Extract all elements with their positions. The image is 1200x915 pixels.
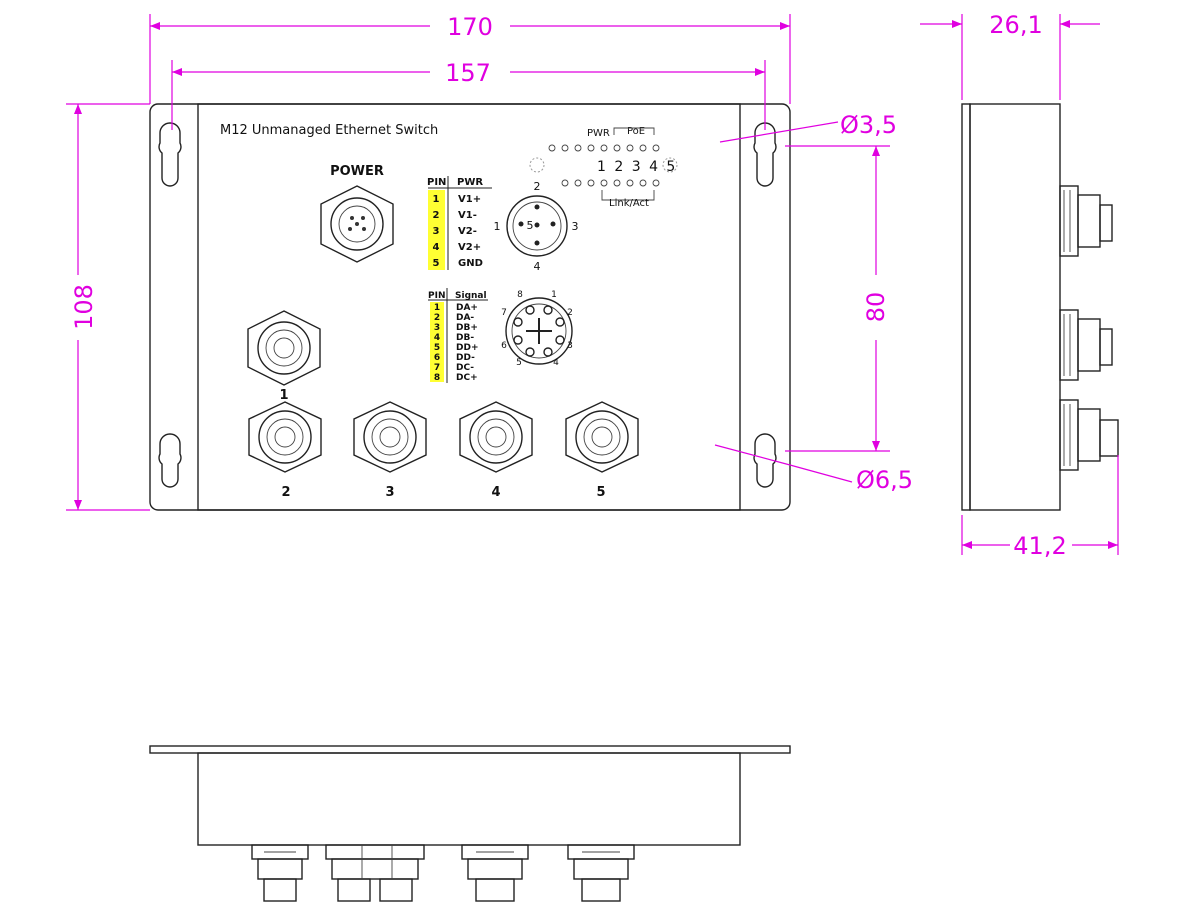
port-label: 2 [281,485,290,500]
pwr-pin: 4 [433,242,440,253]
led-pwr-label: PWR [587,128,610,139]
side-connector-middle [1059,309,1113,381]
bottom-view [149,745,791,902]
front-view: M12 Unmanaged Ethernet Switch POWER PIN … [149,103,791,511]
signal-pin: 7 [434,363,440,373]
signal-name: DA- [456,313,474,323]
panel-title: M12 Unmanaged Ethernet Switch [220,123,438,138]
led-panel: PWR PoE 1 2 3 4 5 Link/Act [548,126,678,209]
ethernet-port-3: 3 [353,401,427,500]
signal-name: DB+ [456,323,478,333]
pwr-signal: V1- [458,210,477,221]
dim-hole-vertical-span: 80 [862,292,890,323]
dim-side-overall: 41,2 [1013,532,1066,560]
bottom-connector [251,844,309,902]
signal-pin: 6 [434,353,440,363]
ethernet-port-5: 5 [565,401,639,500]
signal-pin: 8 [434,373,440,383]
front-dimensions: 170 157 108 80 Ø3,5 Ø6,5 [66,13,913,511]
led-link-label: Link/Act [609,198,649,209]
signal-pin-table: PIN Signal 1 DA+ 2 DA- 3 DB+ 4 DB- 5 DD+… [428,288,488,383]
data-pin-number: 5 [516,358,522,368]
data-pin-number: 3 [567,341,573,351]
ethernet-port-1: 1 [247,310,321,403]
dim-overall-width: 170 [447,13,493,41]
signal-name: DD- [456,353,475,363]
data-pin-number: 4 [553,358,559,368]
port-label: 3 [385,485,394,500]
dim-side-depth: 26,1 [989,11,1042,39]
power-connector [320,185,394,263]
signal-name: DB- [456,333,474,343]
side-dimensions: 26,1 41,2 [920,11,1119,560]
data-pin-number: 2 [567,308,573,318]
signal-pin: 1 [434,303,440,313]
mounting-slot-bottom-right [753,433,777,488]
led-poe-label: PoE [627,126,645,137]
data-pin-number: 6 [501,341,507,351]
side-connector-top [1059,185,1113,257]
pwr-signal: V2+ [458,242,481,253]
pwr-pin-number: 4 [534,260,541,273]
mounting-slot-bottom-left [158,433,182,488]
pwr-pinout-diagram: 2 1 5 3 4 [494,157,579,273]
pin-highlight [428,190,445,270]
pwr-pin-number: 2 [534,180,541,193]
pwr-pin: 5 [433,258,440,269]
pwr-pin: 3 [433,226,440,237]
side-view [961,103,1119,511]
signal-pin: 5 [434,343,440,353]
signal-pin: 2 [434,313,440,323]
led-port-numbers: 1 2 3 4 5 [597,159,677,175]
data-pin-number: 8 [517,290,523,300]
mounting-slot-top-right [753,122,777,187]
pwr-pin-number: 1 [494,220,501,233]
pwr-signal: V2- [458,226,477,237]
switch-body [197,103,741,511]
led-row-top [548,144,660,152]
pwr-pin-number: 5 [527,219,534,232]
dim-hole-span: 157 [445,59,491,87]
pwr-pin: 1 [433,194,440,205]
port-label: 4 [491,485,500,500]
bottom-connector [567,844,635,902]
dim-large-hole: Ø6,5 [856,466,913,494]
signal-name: DD+ [456,343,478,353]
pwr-pin-number: 3 [572,220,579,233]
signal-table-header-signal: Signal [455,291,487,301]
data-pin-number: 7 [501,308,507,318]
bottom-connector [325,844,425,902]
pwr-signal: V1+ [458,194,481,205]
bottom-connector [461,844,529,902]
signal-pin: 3 [434,323,440,333]
side-connector-bottom [1059,399,1119,471]
pwr-signal: GND [458,258,483,269]
dim-small-hole: Ø3,5 [840,111,897,139]
signal-name: DC+ [456,373,478,383]
dim-height: 108 [70,284,98,330]
signal-pin: 4 [434,333,440,343]
ethernet-port-4: 4 [459,401,533,500]
power-label: POWER [330,164,384,179]
pwr-table-header-pin: PIN [427,177,446,188]
pwr-table-header-pwr: PWR [457,177,483,188]
signal-name: DA+ [456,303,478,313]
signal-name: DC- [456,363,474,373]
port-label: 1 [279,388,288,403]
data-pin-number: 1 [551,290,557,300]
signal-table-header-pin: PIN [428,291,445,301]
pin-highlight [430,302,444,382]
data-pinout-diagram: 8 1 7 2 6 3 5 4 [501,290,573,368]
ethernet-port-2: 2 [248,401,322,500]
mounting-slot-top-left [158,122,182,187]
port-label: 5 [596,485,605,500]
led-row-bottom [561,179,660,187]
pwr-pin: 2 [433,210,440,221]
pwr-pin-table: PIN PWR 1 V1+ 2 V1- 3 V2- 4 V2+ 5 GND [427,176,492,270]
